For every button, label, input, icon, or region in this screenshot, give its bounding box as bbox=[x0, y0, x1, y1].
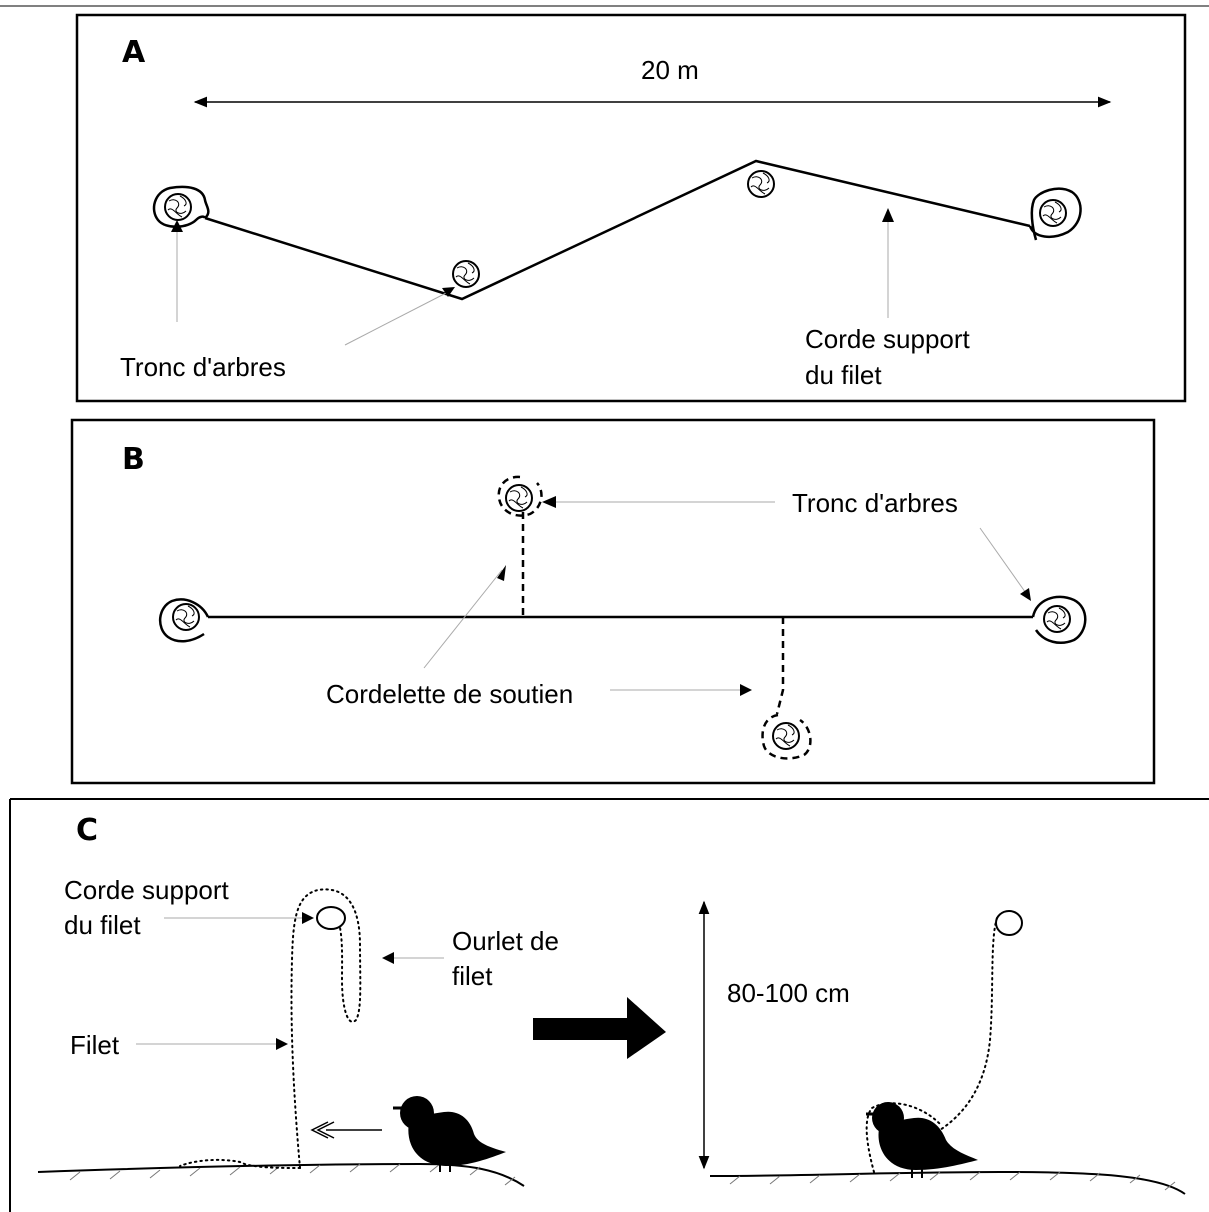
hem-leader-arrowhead bbox=[382, 952, 394, 964]
cord-leader-upper-arrowhead bbox=[497, 565, 506, 581]
net-left bbox=[290, 888, 362, 1169]
rope-label-a-line2: du filet bbox=[805, 360, 882, 390]
transition-arrow bbox=[533, 997, 666, 1059]
panel-a: A 20 m Tronc d'arbres Cord bbox=[75, 13, 1187, 403]
panel-a-frame bbox=[75, 13, 1187, 403]
support-cord-lower bbox=[775, 617, 785, 715]
tree-trunk-lower bbox=[761, 617, 812, 760]
hem-label-line1: Ourlet de bbox=[452, 926, 559, 956]
ground-right-hatching bbox=[729, 1171, 1176, 1191]
bird-before bbox=[393, 1096, 506, 1172]
tree-leader-left-arrowhead bbox=[171, 220, 183, 232]
ground-left bbox=[37, 1162, 525, 1187]
panel-c-letter: C bbox=[76, 813, 98, 848]
scene-before: Corde support du filet Ourlet de filet F… bbox=[37, 875, 559, 1187]
scene-after: 80-100 cm bbox=[698, 900, 1186, 1195]
distance-label: 20 m bbox=[641, 55, 699, 85]
tree-trunk-1 bbox=[152, 185, 210, 228]
ground-left-hatching bbox=[69, 1163, 516, 1186]
net-leader-arrowhead bbox=[276, 1038, 288, 1050]
tree-trunk-upper bbox=[497, 475, 543, 617]
ground-right bbox=[709, 1170, 1186, 1195]
bird-trapped bbox=[866, 1102, 978, 1178]
tree-trunk-left bbox=[159, 598, 210, 643]
tree-trunk-right bbox=[1031, 595, 1087, 644]
panel-c: C Corde support du filet Ourlet de filet… bbox=[9, 798, 1209, 1212]
panel-b-letter: B bbox=[122, 442, 145, 477]
tree-leader-b-right bbox=[979, 527, 1029, 597]
panel-a-letter: A bbox=[122, 35, 146, 70]
cord-leader-lower-arrowhead bbox=[740, 684, 752, 696]
rope-label-c-line1: Corde support bbox=[64, 875, 230, 905]
tree-leader-b-upper-arrowhead bbox=[542, 496, 556, 508]
tree-label-a: Tronc d'arbres bbox=[120, 352, 286, 382]
hem-label-line2: filet bbox=[452, 961, 493, 991]
rope-leader-c-arrowhead bbox=[302, 912, 314, 924]
rope-label-a-line1: Corde support bbox=[805, 324, 971, 354]
tree-leader-middle bbox=[344, 289, 453, 346]
cord-label: Cordelette de soutien bbox=[326, 679, 573, 709]
tree-leader-middle-arrowhead bbox=[442, 287, 455, 297]
support-rope-right bbox=[995, 910, 1023, 936]
net-right bbox=[939, 917, 998, 1131]
tree-trunk-2 bbox=[452, 260, 480, 288]
net-rope bbox=[204, 159, 1031, 301]
panel-b-frame bbox=[70, 418, 1156, 785]
tree-label-b: Tronc d'arbres bbox=[792, 488, 958, 518]
net-label: Filet bbox=[70, 1030, 120, 1060]
bird-movement-arrow bbox=[310, 1121, 382, 1139]
rope-label-c-line2: du filet bbox=[64, 910, 141, 940]
tree-trunk-3 bbox=[747, 170, 775, 198]
net-right-wrap bbox=[865, 1102, 941, 1173]
cord-leader-upper bbox=[423, 569, 503, 669]
net-left-ground-lip bbox=[179, 1158, 301, 1169]
tree-trunk-4 bbox=[1028, 187, 1082, 241]
rope-leader-arrowhead bbox=[882, 208, 894, 222]
support-rope-left bbox=[316, 906, 346, 930]
panel-b: B Tronc d'arbres bbox=[70, 418, 1156, 785]
tree-leader-b-right-arrowhead bbox=[1020, 588, 1031, 601]
height-label: 80-100 cm bbox=[727, 978, 850, 1008]
